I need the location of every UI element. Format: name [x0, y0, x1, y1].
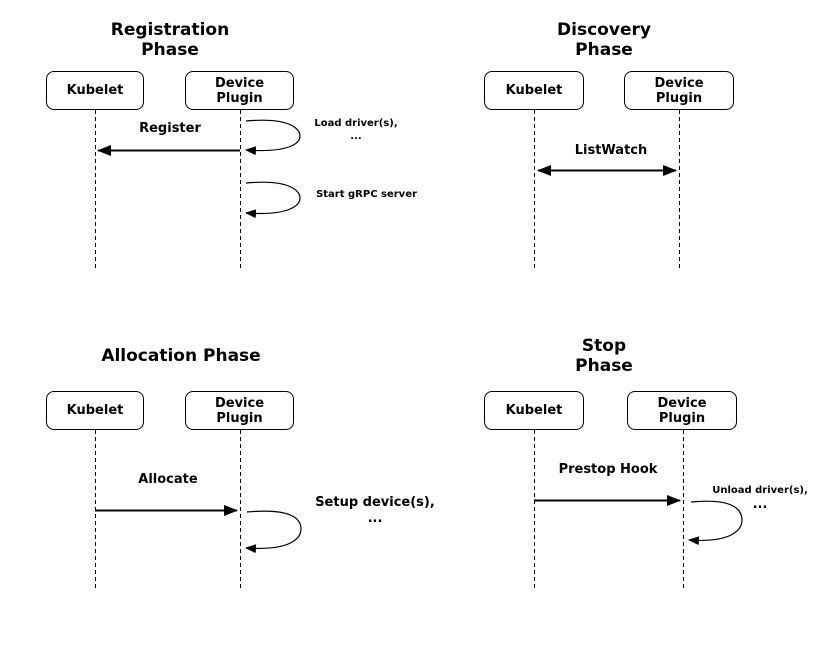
setup-devices-note-line1: Setup device(s),	[315, 495, 435, 510]
registration-device-plugin-label: Device Plugin	[214, 75, 265, 106]
load-drivers-note: Load driver(s), ...	[296, 117, 416, 143]
stop-device-plugin-label: Device Plugin	[657, 395, 707, 426]
registration-device-plugin-box: Device Plugin	[185, 71, 294, 110]
load-drivers-note-line1: Load driver(s),	[314, 118, 398, 129]
start-grpc-note: Start gRPC server	[316, 189, 417, 200]
stop-panel-lines	[534, 430, 743, 590]
unload-drivers-note-line2: ...	[752, 497, 768, 512]
load-drivers-note-line2: ...	[350, 131, 362, 142]
stop-device-plugin-box: Device Plugin	[627, 391, 737, 430]
allocation-phase-title: Allocation Phase	[101, 346, 261, 366]
discovery-device-plugin-box: Device Plugin	[624, 71, 734, 110]
allocate-message-label: Allocate	[138, 472, 198, 487]
discovery-kubelet-label: Kubelet	[505, 83, 563, 98]
unload-drivers-note: Unload driver(s), ...	[697, 484, 823, 513]
prestop-hook-message-label: Prestop Hook	[558, 462, 658, 477]
unload-drivers-self-loop-arrow	[688, 500, 743, 546]
allocation-kubelet-label: Kubelet	[66, 403, 124, 418]
allocation-device-plugin-box: Device Plugin	[185, 391, 294, 430]
listwatch-message-label: ListWatch	[574, 143, 648, 158]
stop-kubelet-label: Kubelet	[505, 403, 563, 418]
discovery-phase-title: Discovery Phase	[557, 20, 651, 60]
discovery-kubelet-box: Kubelet	[484, 71, 584, 110]
registration-kubelet-box: Kubelet	[46, 71, 144, 110]
start-grpc-self-loop-arrow	[245, 181, 301, 219]
allocation-device-plugin-label: Device Plugin	[214, 395, 265, 426]
stop-phase-title: Stop Phase	[575, 336, 633, 376]
registration-phase-title: Registration Phase	[110, 20, 230, 60]
setup-devices-note: Setup device(s), ...	[305, 495, 445, 527]
registration-panel-lines	[95, 110, 301, 270]
unload-drivers-note-line1: Unload driver(s),	[712, 485, 808, 496]
stop-kubelet-box: Kubelet	[484, 391, 584, 430]
setup-devices-self-loop-arrow	[245, 510, 302, 554]
discovery-panel-lines	[534, 110, 680, 270]
allocation-kubelet-box: Kubelet	[46, 391, 144, 430]
registration-kubelet-label: Kubelet	[66, 83, 124, 98]
discovery-device-plugin-label: Device Plugin	[654, 75, 704, 106]
register-message-label: Register	[139, 121, 201, 136]
setup-devices-note-line2: ...	[367, 511, 383, 526]
allocation-panel-lines	[95, 430, 302, 590]
load-drivers-self-loop-arrow	[245, 119, 301, 156]
